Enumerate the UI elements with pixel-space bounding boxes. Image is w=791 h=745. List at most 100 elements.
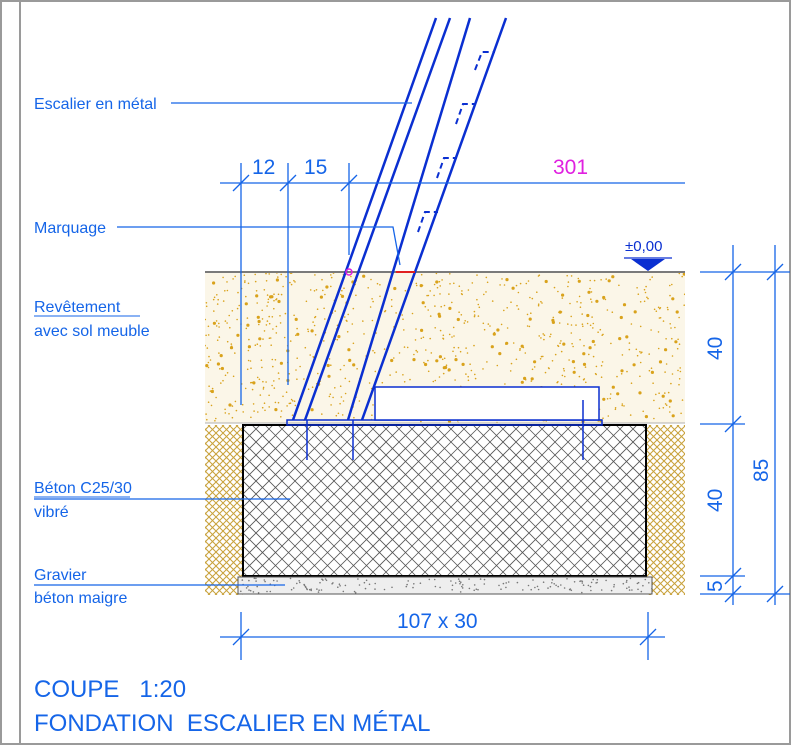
hatch-line [277,425,430,576]
soil-speck [595,365,598,368]
soil-speck [288,402,291,405]
soil-speck [205,318,207,321]
soil-speck [261,366,263,369]
hatch-line [524,454,646,576]
soil-speck [246,368,249,371]
soil-speck [524,352,527,354]
soil-speck [582,378,585,381]
soil-speck [252,403,255,405]
hatch-line [290,425,443,576]
blinding-speck [383,588,386,591]
hatch-line [589,425,646,482]
soil-speck [552,316,555,319]
soil-speck [255,290,258,292]
soil-speck [279,315,281,317]
soil-speck [570,315,572,318]
soil-speck [260,359,263,362]
blinding-speck [644,578,647,581]
gravel-hatch-line [646,495,685,536]
label-gravel-line2: béton maigre [34,590,127,607]
hatch-line [243,425,365,547]
soil-speck [220,366,224,371]
soil-speck [602,397,606,401]
soil-speck [678,378,681,380]
soil-speck [648,369,651,372]
blinding-speck [368,583,371,586]
soil-speck [293,279,295,282]
soil-speck [299,365,301,368]
soil-speck [576,301,578,303]
gravel-hatch-line [646,488,685,529]
blinding-speck [354,592,357,594]
soil-speck [451,336,453,338]
soil-speck [310,329,314,333]
soil-speck [600,279,602,281]
soil-speck [379,295,381,298]
gravel-hatch-line [646,533,685,574]
soil-speck [373,351,376,354]
soil-speck [311,386,314,389]
soil-speck [258,323,260,326]
blinding-speck [253,577,256,580]
step-bracket-2 [436,157,457,179]
soil-speck [653,399,655,402]
blinding-speck [477,588,479,591]
blinding-speck [419,582,422,584]
blinding-speck [434,585,437,588]
blinding-speck [589,585,592,588]
soil-speck [580,302,582,304]
gravel-hatch-line [205,440,243,480]
soil-speck [682,272,685,276]
soil-speck [611,385,615,389]
soil-speck [540,337,542,339]
soil-speck [498,352,502,356]
soil-speck [339,402,341,405]
soil-speck [595,299,599,303]
soil-speck [553,286,556,289]
soil-speck [370,278,372,281]
soil-speck [413,353,415,356]
soil-speck [263,330,266,332]
soil-speck [434,327,437,329]
blinding-speck [461,587,464,589]
gravel-hatch-line [646,425,680,459]
soil-speck [607,279,611,283]
soil-speck [272,328,274,330]
hatch-line [576,425,646,495]
soil-speck [296,357,299,360]
soil-speck [680,412,682,415]
soil-speck [620,373,623,375]
soil-speck [683,293,685,296]
soil-speck [346,331,349,333]
soil-speck [424,362,428,367]
soil-speck [496,328,500,332]
blinding-speck [569,588,572,590]
hatch-line [368,425,521,576]
soil-speck [372,300,374,303]
soil-speck [570,324,573,326]
soil-speck [205,413,207,415]
blinding-speck [628,589,631,591]
soil-speck [512,342,515,344]
blinding-speck [324,578,327,580]
soil-speck [577,279,581,283]
soil-speck [643,288,646,291]
blinding-speck [636,582,639,585]
soil-speck [280,416,282,418]
blinding-speck [460,581,462,583]
soil-speck [671,414,675,418]
hatch-line [498,428,646,576]
soil-speck [275,298,277,301]
soil-speck [633,310,637,314]
soil-speck [334,387,336,389]
soil-speck [271,358,274,361]
soil-speck [677,369,679,372]
level-marker-icon [631,259,665,271]
soil-speck [510,362,513,365]
soil-speck [515,284,518,287]
soil-speck [280,293,283,296]
soil-speck [659,317,662,319]
label-marking: Marquage [34,220,106,237]
gravel-hatch-line [205,426,243,466]
soil-speck [434,379,437,382]
